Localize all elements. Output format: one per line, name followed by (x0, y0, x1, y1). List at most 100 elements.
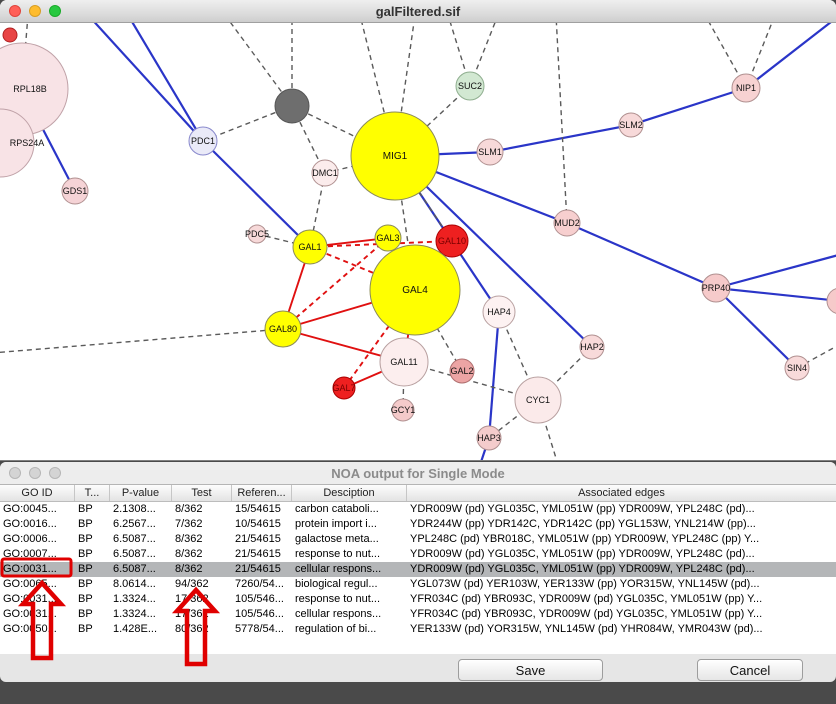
column-header-test[interactable]: Test (172, 485, 232, 501)
table-cell: 17/362 (175, 593, 209, 605)
table-cell: 105/546... (235, 608, 284, 620)
graph-node-gal80[interactable] (264, 310, 302, 348)
graph-edge[interactable] (487, 311, 501, 439)
table-cell: YFR034C (pd) YBR093C, YDR009W (pd) YGL03… (410, 608, 763, 620)
graph-edge[interactable] (715, 286, 836, 302)
graph-node-gal10[interactable] (435, 224, 469, 258)
graph-edge[interactable] (88, 23, 204, 142)
graph-node-sin4[interactable] (784, 355, 810, 381)
graph-edge[interactable] (225, 23, 293, 107)
graph-node-suc2[interactable] (455, 71, 485, 101)
graph-node-label: PRP40 (702, 283, 731, 293)
column-header-desciption[interactable]: Desciption (292, 485, 407, 501)
graph-node-hap3[interactable] (476, 425, 502, 451)
table-cell: 8.0614... (113, 578, 156, 590)
graph-edge[interactable] (630, 86, 747, 127)
graph-node-mud2[interactable] (553, 209, 581, 237)
column-header-p-value[interactable]: P-value (110, 485, 172, 501)
graph-edge[interactable] (202, 140, 311, 248)
graph-node-slm1[interactable] (476, 138, 504, 166)
table-cell: BP (78, 563, 93, 575)
graph-node-edge-r[interactable] (826, 288, 836, 314)
graph-node-label: SLM1 (478, 147, 502, 157)
graph-node-label: SLM2 (619, 120, 643, 130)
graph-node-cyc1[interactable] (514, 376, 562, 424)
zoom-button[interactable] (49, 5, 61, 17)
table-cell: YGL073W (pd) YER103W, YER133W (pp) YOR31… (410, 578, 760, 590)
graph-node-nip1[interactable] (731, 73, 761, 103)
column-header-t[interactable]: T... (75, 485, 110, 501)
graph-edge[interactable] (202, 105, 293, 142)
graph-node-gal7[interactable] (332, 376, 356, 400)
graph-edge[interactable] (309, 240, 453, 248)
column-header-go-id[interactable]: GO ID (0, 485, 75, 501)
close-button[interactable] (9, 5, 21, 17)
graph-node-pdc5[interactable] (247, 224, 267, 244)
graph-node-tl-red[interactable] (2, 27, 18, 43)
graph-node-gal3[interactable] (374, 224, 402, 252)
graph-node-dmc1[interactable] (311, 159, 339, 187)
graph-node-gal1[interactable] (292, 229, 328, 265)
graph-edge[interactable] (489, 123, 632, 154)
graph-edge[interactable] (0, 328, 284, 354)
graph-node-gal4[interactable] (369, 244, 461, 336)
graph-edge[interactable] (394, 155, 593, 348)
graph-edge[interactable] (715, 287, 798, 369)
graph-node-pdc1[interactable] (188, 126, 218, 156)
graph-edge[interactable] (291, 105, 396, 157)
graph-edge[interactable] (566, 221, 717, 290)
graph-node-prp40[interactable] (701, 273, 731, 303)
graph-edge[interactable] (360, 23, 396, 157)
table-cell: 7/362 (175, 518, 203, 530)
graph-node-gds1[interactable] (61, 177, 89, 205)
cancel-button[interactable]: Cancel (697, 659, 803, 681)
graph-node-mig1[interactable] (350, 111, 440, 201)
graph-edge[interactable] (555, 23, 568, 224)
graph-node-gcy1[interactable] (391, 398, 415, 422)
graph-edge[interactable] (128, 23, 204, 142)
table-cell: YDR009W (pd) YGL035C, YML051W (pp) YDR00… (410, 503, 755, 515)
table-cell: 1.3324... (113, 608, 156, 620)
graph-node-label: GAL2 (450, 366, 473, 376)
graph-node-gal2[interactable] (449, 358, 475, 384)
close-button[interactable] (9, 467, 21, 479)
noa-window-titlebar[interactable]: NOA output for Single Mode (0, 462, 836, 485)
network-window-titlebar[interactable]: galFiltered.sif (0, 0, 836, 23)
graph-node-rps24a[interactable] (0, 108, 35, 178)
graph-node-label: HAP4 (487, 307, 511, 317)
table-cell: 6.5087... (113, 563, 156, 575)
graph-node-hap2[interactable] (579, 334, 605, 360)
column-header-referen[interactable]: Referen... (232, 485, 292, 501)
graph-node-label: HAP3 (477, 433, 501, 443)
zoom-button[interactable] (49, 467, 61, 479)
table-cell: 80/362 (175, 623, 209, 635)
table-cell: GO:0016... (3, 518, 57, 530)
table-cell: 6.2567... (113, 518, 156, 530)
graph-edge[interactable] (498, 311, 539, 401)
save-button[interactable]: Save (458, 659, 603, 681)
graph-node-gal11[interactable] (379, 337, 429, 387)
graph-edge[interactable] (394, 23, 415, 157)
graph-node-hap4[interactable] (482, 295, 516, 329)
graph-node-label: PDC1 (191, 136, 215, 146)
graph-edge[interactable] (745, 23, 836, 89)
graph-node-gray[interactable] (274, 88, 310, 124)
table-cell: GO:0050... (3, 623, 57, 635)
column-header-associated-edges[interactable]: Associated edges (578, 487, 665, 499)
minimize-button[interactable] (29, 5, 41, 17)
table-cell: 21/54615 (235, 533, 281, 545)
graph-edge[interactable] (715, 253, 836, 290)
graph-edge[interactable] (414, 289, 463, 372)
minimize-button[interactable] (29, 467, 41, 479)
graph-node-slm2[interactable] (618, 112, 644, 138)
